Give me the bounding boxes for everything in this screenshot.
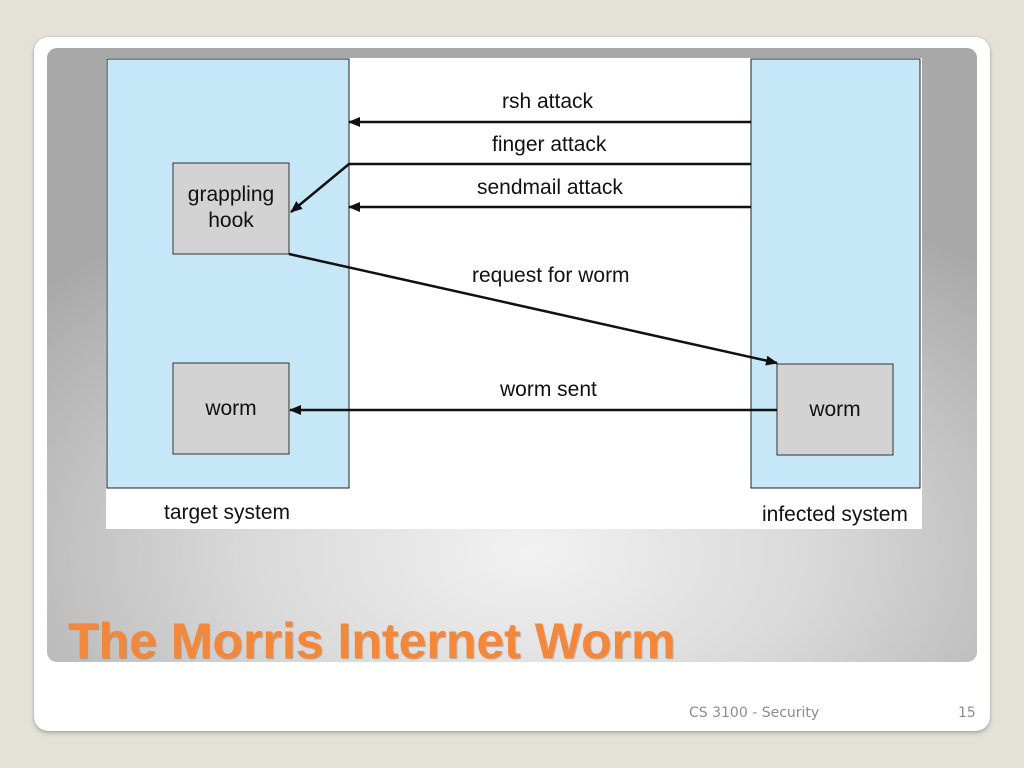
diagram-graphics <box>106 58 921 489</box>
finger-attack-label: finger attack <box>492 133 607 156</box>
target-system-label: target system <box>164 501 291 524</box>
infected-system-label: infected system <box>762 503 908 526</box>
target-worm-label: worm <box>205 397 257 420</box>
infected-worm-box <box>776 363 894 456</box>
sendmail-attack-label: sendmail attack <box>477 176 623 199</box>
grappling-hook-label: grappling hook <box>173 182 289 234</box>
slide-page-number: 15 <box>958 705 976 721</box>
morris-worm-diagram: rsh attack finger attack sendmail attack… <box>106 58 922 529</box>
footer-course-label: CS 3100 - Security <box>689 705 820 721</box>
worm-sent-label: worm sent <box>500 378 597 401</box>
request-for-worm-arrow <box>288 252 778 366</box>
finger-attack-arrow <box>290 162 751 213</box>
grappling-hook-label-line2: hook <box>208 209 254 232</box>
grappling-hook-label-line1: grappling <box>187 183 275 206</box>
rsh-attack-label: rsh attack <box>502 90 594 113</box>
grappling-hook-box <box>172 162 290 255</box>
target-worm-box <box>172 362 290 455</box>
slide-title: The Morris Internet Worm <box>68 613 676 669</box>
request-for-worm-label: request for worm <box>472 264 630 287</box>
infected-worm-label: worm <box>809 398 861 421</box>
